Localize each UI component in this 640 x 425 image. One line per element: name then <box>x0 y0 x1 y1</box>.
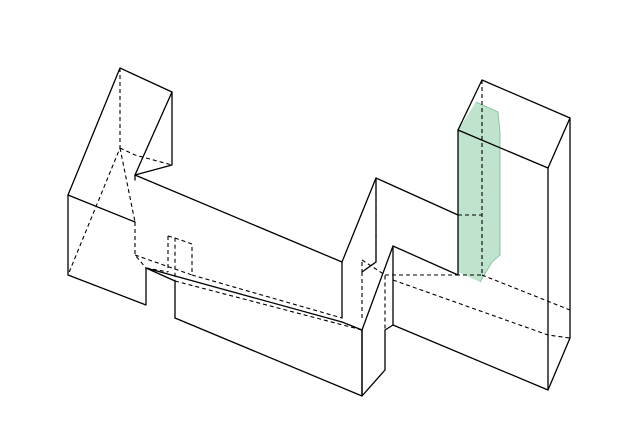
center-bar-hidden <box>174 274 363 331</box>
highlighted-wall-region <box>458 101 501 283</box>
center-bar-front-edge <box>145 267 343 323</box>
left-wing-inner-edge <box>134 91 173 176</box>
left-wing-front <box>67 194 176 319</box>
middle-hidden <box>361 178 458 330</box>
center-bar-top <box>134 174 343 263</box>
right-tower-hidden <box>392 80 571 339</box>
hidden-edges <box>67 68 571 339</box>
left-wing-hidden <box>67 68 173 276</box>
center-bar-bottom <box>174 317 363 397</box>
left-wing-outline <box>67 67 173 196</box>
right-tower-base <box>392 324 549 391</box>
left-notch-hidden <box>134 222 193 281</box>
left-wing-top-back <box>67 194 136 223</box>
highlight-outline <box>475 101 501 283</box>
right-tower-edges <box>457 117 571 391</box>
highlight-panel <box>458 102 500 282</box>
middle-step-ledge <box>341 261 377 319</box>
